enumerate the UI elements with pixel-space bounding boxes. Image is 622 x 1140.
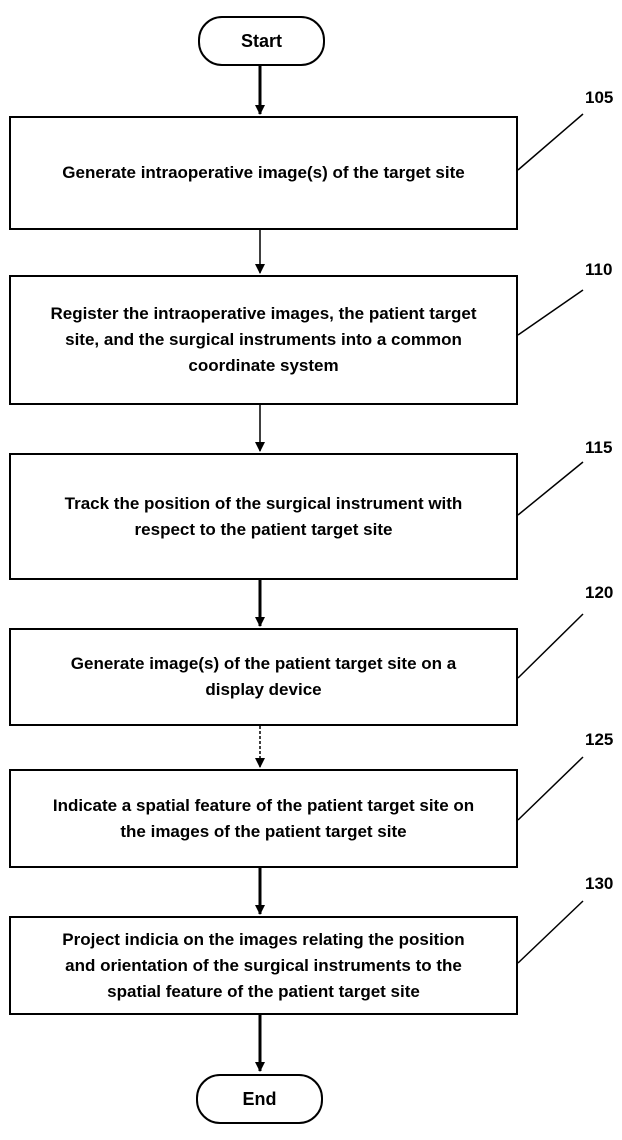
ref-number-110: 110 xyxy=(585,260,612,280)
ref-number-105: 105 xyxy=(585,88,613,108)
leader-110 xyxy=(518,290,583,335)
ref-number-120: 120 xyxy=(585,583,613,603)
step-text-105: Generate intraoperative image(s) of the … xyxy=(62,160,464,186)
leader-115 xyxy=(518,462,583,515)
step-box-110: Register the intraoperative images, the … xyxy=(9,275,518,405)
leader-120 xyxy=(518,614,583,678)
leader-105 xyxy=(518,114,583,170)
ref-number-125: 125 xyxy=(585,730,613,750)
step-box-130: Project indicia on the images relating t… xyxy=(9,916,518,1015)
step-box-115: Track the position of the surgical instr… xyxy=(9,453,518,580)
end-label: End xyxy=(243,1089,277,1110)
step-box-105: Generate intraoperative image(s) of the … xyxy=(9,116,518,230)
leader-130 xyxy=(518,901,583,963)
end-terminal: End xyxy=(196,1074,323,1124)
step-text-130: Project indicia on the images relating t… xyxy=(62,927,464,1005)
ref-number-115: 115 xyxy=(585,438,612,458)
step-text-110: Register the intraoperative images, the … xyxy=(50,301,476,379)
ref-number-130: 130 xyxy=(585,874,613,894)
step-text-120: Generate image(s) of the patient target … xyxy=(71,651,456,703)
step-box-125: Indicate a spatial feature of the patien… xyxy=(9,769,518,868)
step-text-125: Indicate a spatial feature of the patien… xyxy=(53,793,474,845)
step-text-115: Track the position of the surgical instr… xyxy=(65,491,463,543)
start-terminal: Start xyxy=(198,16,325,66)
start-label: Start xyxy=(241,31,282,52)
leader-125 xyxy=(518,757,583,820)
step-box-120: Generate image(s) of the patient target … xyxy=(9,628,518,726)
